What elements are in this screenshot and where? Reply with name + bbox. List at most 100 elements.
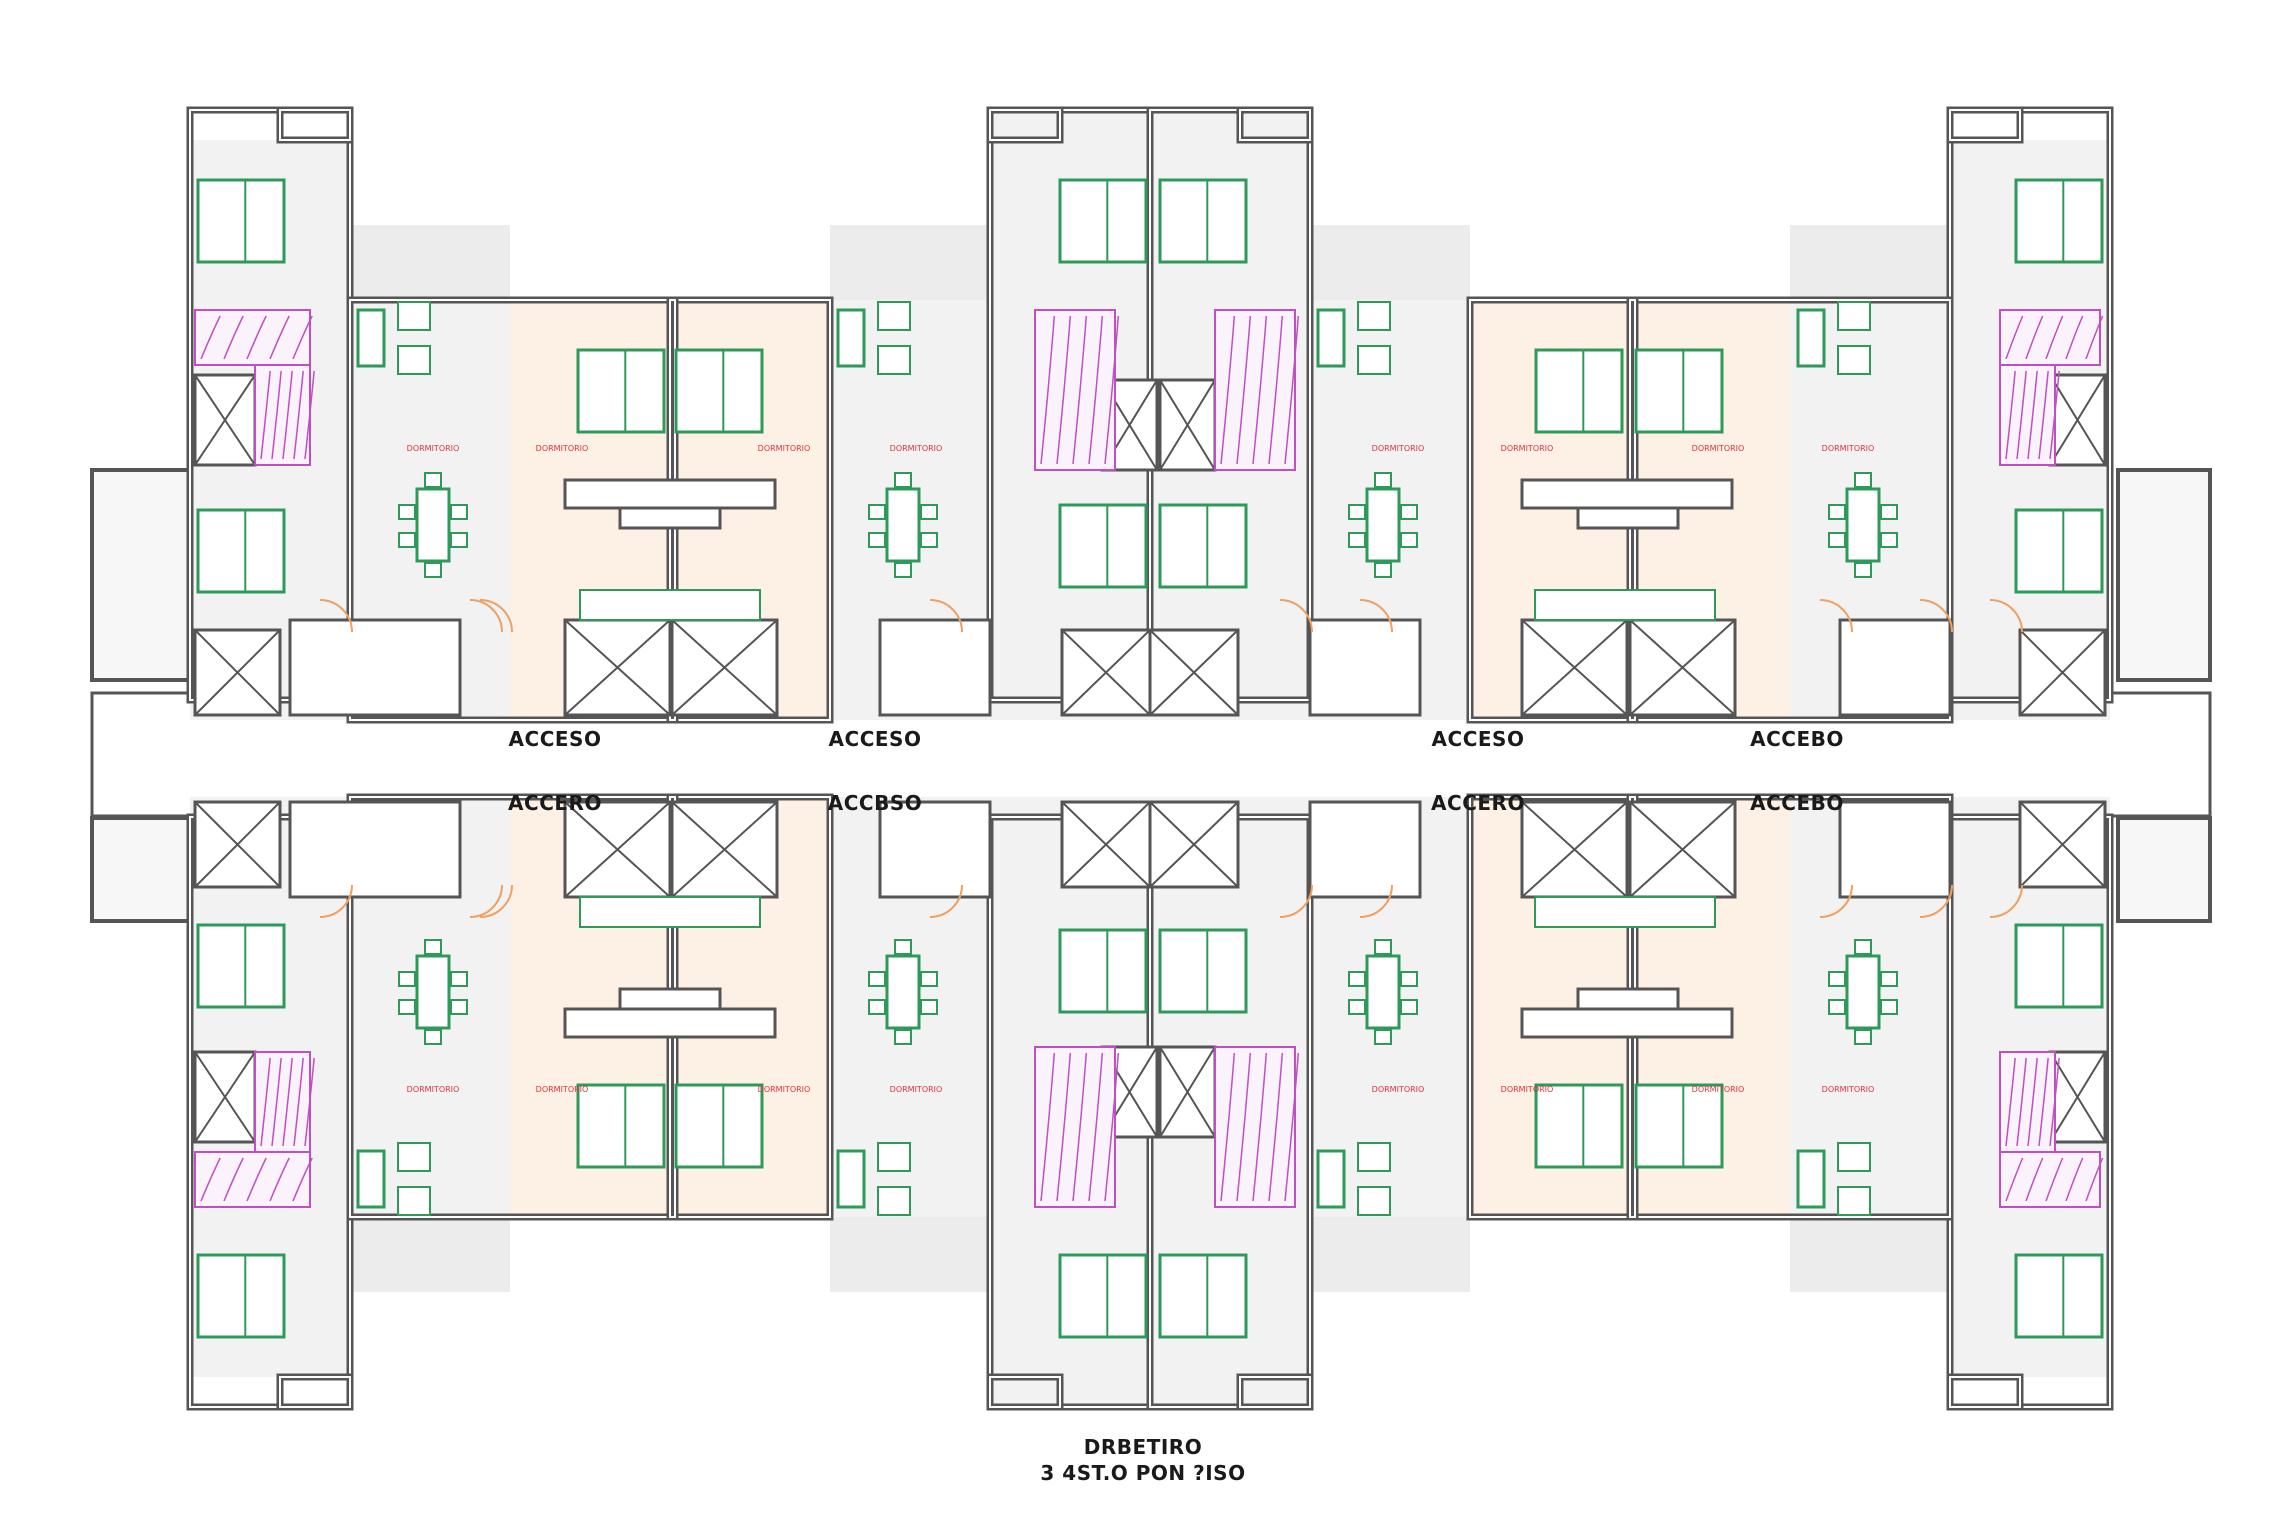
bathroom-fixture (200, 1157, 221, 1202)
bathroom-fixture (2038, 370, 2049, 460)
access-label-top-4: ACCEBO (1750, 727, 1844, 751)
dining-chair (398, 971, 416, 987)
wall-core (1949, 109, 2021, 141)
bathroom-fixture (260, 1057, 271, 1147)
sofa (836, 308, 866, 368)
stair-shaft-diagonal (194, 1051, 256, 1143)
bed (196, 178, 286, 264)
bathroom-fixture (1104, 1052, 1120, 1202)
dining-chair (894, 1029, 912, 1045)
dining-chair (920, 532, 938, 548)
bed (196, 1253, 286, 1339)
door-swing (929, 884, 963, 918)
door-swing (469, 884, 503, 918)
kitchen-counter (563, 1007, 777, 1039)
dining-chair (1374, 472, 1392, 488)
bed (1534, 348, 1624, 434)
bed (2014, 178, 2104, 264)
dining-chair (1880, 504, 1898, 520)
bathroom-fixture (2027, 370, 2038, 460)
dining-chair (920, 504, 938, 520)
bathroom (1999, 1151, 2101, 1208)
room-label: DORMITORIO (1821, 444, 1875, 453)
bed (674, 1083, 764, 1169)
sofa (1316, 308, 1346, 368)
bathroom-fixture (1284, 1052, 1300, 1202)
balcony (350, 1217, 510, 1292)
bathroom-fixture (292, 315, 313, 360)
dining-chair (1348, 971, 1366, 987)
dining-chair (1828, 532, 1846, 548)
stair-shaft-diagonal (671, 801, 778, 898)
wall-core (1469, 796, 1951, 1218)
kitchen-counter (1576, 987, 1680, 1011)
kitchen (1838, 800, 1952, 899)
bathroom-fixture (282, 1057, 293, 1147)
dining-chair (920, 999, 938, 1015)
armchair (1357, 1142, 1391, 1172)
wall (1946, 1373, 2024, 1411)
balcony (1790, 1217, 1950, 1292)
armchair (1837, 345, 1871, 375)
dining-chair (450, 532, 468, 548)
room-label: DORMITORIO (1500, 1085, 1554, 1094)
stair-shaft-diagonal (2049, 1051, 2106, 1143)
door-swing (1819, 884, 1853, 918)
balcony (1790, 225, 1950, 300)
bed (1634, 1083, 1724, 1169)
dining-chair (894, 472, 912, 488)
wall-core (989, 1376, 1061, 1408)
dining-chair (1400, 999, 1418, 1015)
bathroom-fixture (2005, 315, 2024, 360)
bathroom-fixture (2085, 1157, 2104, 1202)
sofa (356, 1149, 386, 1209)
stair-shaft-diagonal (671, 619, 778, 716)
access-label-top-3: ACCESO (1431, 727, 1525, 751)
armchair (877, 1186, 911, 1216)
dining-table (885, 487, 921, 563)
bathroom-fixture (293, 370, 304, 460)
bed (1058, 503, 1148, 589)
dining-chair (1828, 971, 1846, 987)
door-swing (1989, 884, 2023, 918)
stair-shaft-diagonal (564, 801, 671, 898)
stair-shaft-diagonal (1061, 801, 1151, 888)
wall-core (1469, 299, 1951, 721)
armchair (877, 301, 911, 331)
bathroom-fixture (2045, 315, 2064, 360)
wall (276, 106, 354, 144)
balcony (830, 1217, 990, 1292)
kitchen (1838, 618, 1952, 717)
stair-shaft-diagonal (2019, 629, 2106, 716)
dining-table (1365, 487, 1401, 563)
bathroom (254, 364, 311, 466)
bed (1534, 1083, 1624, 1169)
room-label: DORMITORIO (1691, 1085, 1745, 1094)
bathroom-fixture (304, 1057, 315, 1147)
bed (576, 348, 666, 434)
kitchen-cabinets (1534, 589, 1716, 621)
bathroom-fixture (2085, 315, 2104, 360)
bathroom-fixture (1072, 1052, 1088, 1202)
bed (2014, 923, 2104, 1009)
dining-table (415, 487, 451, 563)
room-label: DORMITORIO (535, 444, 589, 453)
bathroom-fixture (269, 1157, 290, 1202)
stair-shaft-diagonal (194, 629, 281, 716)
bed (1158, 928, 1248, 1014)
stair-shaft-diagonal (194, 374, 256, 466)
kitchen-cabinets (579, 896, 761, 928)
room-label: DORMITORIO (1500, 444, 1554, 453)
bathroom-fixture (1040, 1052, 1056, 1202)
kitchen-counter (563, 478, 777, 510)
dining-chair (1400, 504, 1418, 520)
dining-chair (1854, 472, 1872, 488)
bathroom-fixture (1268, 315, 1284, 465)
dining-chair (1880, 971, 1898, 987)
armchair (1357, 1186, 1391, 1216)
end-terrace (2116, 468, 2212, 682)
bathroom-fixture (2005, 370, 2016, 460)
stair-shaft-diagonal (194, 801, 281, 888)
door-swing (479, 884, 513, 918)
dining-table (885, 954, 921, 1030)
